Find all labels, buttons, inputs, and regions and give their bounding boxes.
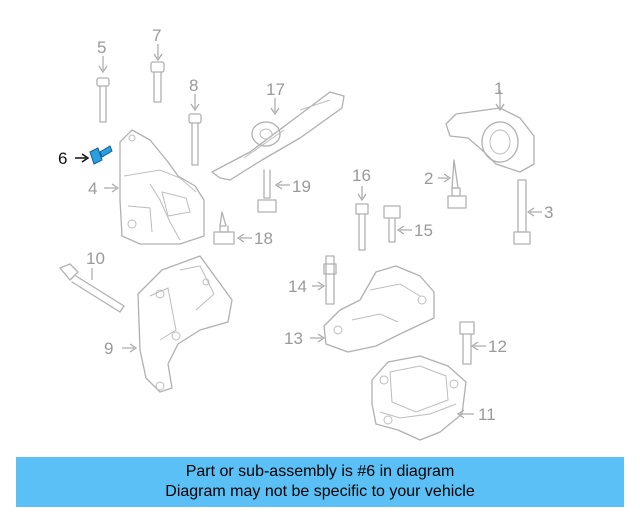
callout-18: 18 xyxy=(254,229,273,248)
parts-diagram: 5 7 8 6 4 17 xyxy=(58,26,553,441)
callout-5: 5 xyxy=(97,38,106,57)
part-6-bolt-highlighted[interactable] xyxy=(75,145,113,165)
callout-4: 4 xyxy=(88,179,97,198)
callout-1: 1 xyxy=(494,79,503,98)
part-11-transmission-mount[interactable] xyxy=(371,355,474,441)
part-1-bracket[interactable] xyxy=(445,90,535,173)
part-2-bolt[interactable] xyxy=(438,159,467,209)
callout-17: 17 xyxy=(266,80,285,99)
banner-line-2: Diagram may not be specific to your vehi… xyxy=(165,483,475,500)
callout-6: 6 xyxy=(58,149,67,168)
part-14-stud[interactable] xyxy=(312,255,337,305)
part-8-bolt[interactable] xyxy=(188,94,202,166)
part-7-bolt[interactable] xyxy=(150,44,165,103)
callout-11: 11 xyxy=(478,405,496,424)
part-4-engine-mount[interactable] xyxy=(104,129,205,245)
callout-9: 9 xyxy=(104,339,113,358)
part-19-bolt[interactable] xyxy=(257,169,290,213)
callout-8: 8 xyxy=(189,76,198,95)
part-13-mount-base[interactable] xyxy=(310,265,435,353)
callout-13: 13 xyxy=(284,329,303,348)
callout-19: 19 xyxy=(292,177,311,196)
callout-3: 3 xyxy=(544,203,553,222)
part-12-bolt[interactable] xyxy=(459,321,486,365)
callout-15: 15 xyxy=(414,221,433,240)
part-3-bolt[interactable] xyxy=(513,179,542,245)
callout-7: 7 xyxy=(152,26,161,45)
part-17-torque-rod[interactable] xyxy=(211,91,345,181)
part-5-bolt[interactable] xyxy=(96,56,110,123)
callout-14: 14 xyxy=(288,277,307,296)
banner-line-1: Part or sub-assembly is #6 in diagram xyxy=(185,463,455,480)
part-9-bracket[interactable] xyxy=(122,255,233,393)
callout-16: 16 xyxy=(352,166,371,185)
part-16-bolt[interactable] xyxy=(355,186,369,251)
part-15-bolt[interactable] xyxy=(383,205,412,243)
callout-10: 10 xyxy=(86,249,105,268)
part-18-bolt[interactable] xyxy=(213,211,252,245)
info-banner: Part or sub-assembly is #6 in diagram Di… xyxy=(16,457,624,507)
callout-12: 12 xyxy=(488,337,507,356)
part-10-bolt[interactable] xyxy=(59,263,125,313)
callout-2: 2 xyxy=(424,169,433,188)
